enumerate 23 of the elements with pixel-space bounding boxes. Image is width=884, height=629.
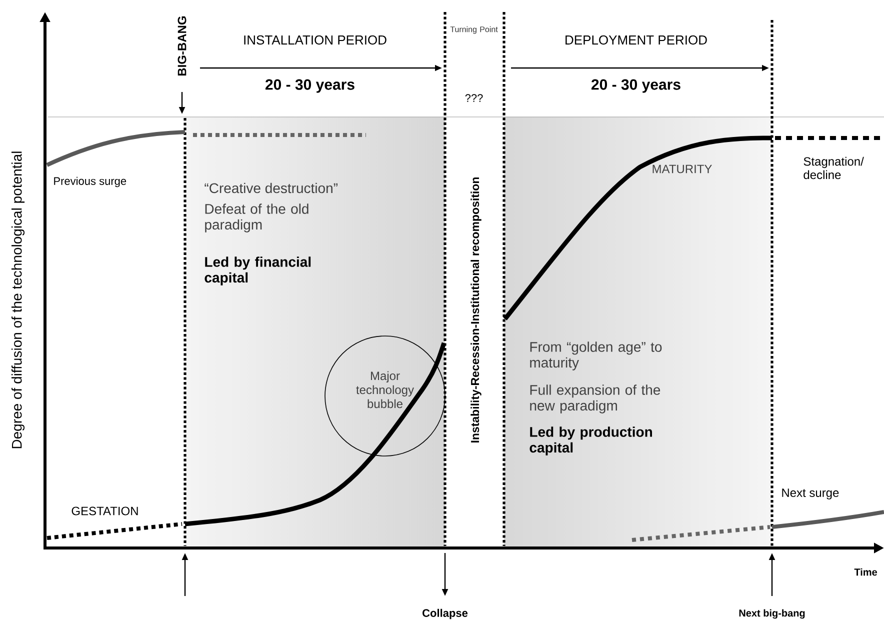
period-label: Turning Point	[450, 26, 498, 34]
event-label: Next big-bang	[739, 609, 805, 619]
duration-label: 20 - 30 years	[591, 79, 680, 93]
period-label: DEPLOYMENT PERIOD	[566, 35, 707, 45]
event-label: Collapse	[422, 608, 468, 620]
description-text: Led by production capital	[530, 426, 652, 456]
phase-label: Instability-Recession-Institutional recomposition	[470, 178, 482, 442]
phase-label: GESTATION	[72, 506, 138, 516]
description-text: “Creative destruction”	[204, 182, 338, 194]
axis-label: Degree of diffusion of the technological potential	[11, 152, 25, 448]
duration-label: 20 - 30 years	[266, 79, 354, 93]
description-text: Defeat of the old paradigm	[205, 204, 308, 232]
event-label: BIG-BANG	[178, 16, 186, 76]
curve-label: Stagnation/ decline	[804, 156, 864, 180]
curve-label: Next surge	[782, 488, 839, 500]
description-text: Led by financial capital	[204, 256, 311, 286]
axis-label: Time	[854, 568, 878, 576]
question-label: ???	[465, 94, 483, 102]
curve-label: Previous surge	[54, 176, 126, 188]
period-label: INSTALLATION PERIOD	[244, 35, 386, 45]
description-text: Full expansion of the new paradigm	[530, 384, 660, 414]
description-text: From “golden age” to maturity	[530, 342, 662, 370]
phase-label: MATURITY	[652, 164, 712, 174]
